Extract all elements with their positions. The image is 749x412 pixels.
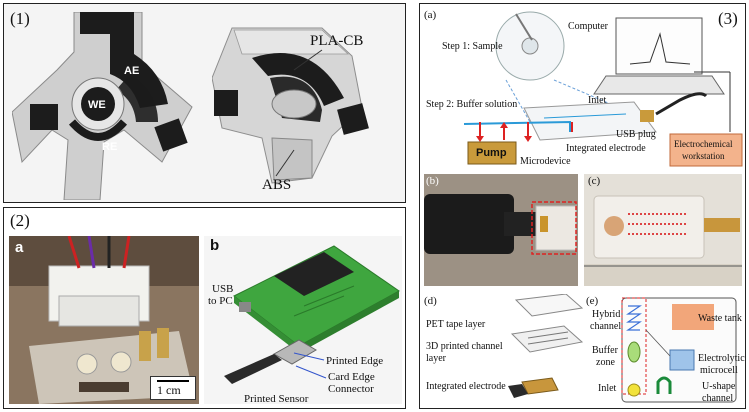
label-printed-sensor: Printed Sensor [244,393,309,405]
label-usb-line2: to PC [208,295,233,307]
panel-1-number: (1) [10,9,30,28]
pointer-lines-panel2b [293,352,327,379]
panel-3b-letter: (b) [426,175,439,187]
label-integrated-electrode-3d: Integrated electrode [426,381,506,392]
label-inlet-3e: Inlet [598,383,617,394]
label-inlet-3a: Inlet [588,95,607,106]
panel-2: (2) a 1 cm [3,207,406,409]
panel-3e-diagram [621,297,737,403]
label-step2: Step 2: Buffer solution [426,99,518,110]
label-usb-plug: USB plug [616,129,656,140]
label-step1: Step 1: Sample [442,41,503,52]
label-pump: Pump [476,147,507,159]
label-hybrid-line2: channel [590,321,622,332]
pointer-lines-panel1 [275,49,323,177]
electrode-perspective-view [212,27,369,184]
label-hybrid-line1: Hybrid [592,309,621,320]
label-workstation-line2: workstation [682,151,725,161]
panel-2a-letter: a [15,239,24,256]
panel-2b-letter: b [210,237,220,254]
label-card-edge-line1: Card Edge [328,371,375,383]
label-card-edge-line2: Connector [328,383,374,395]
scale-bar-label: 1 cm [157,383,181,397]
label-usb-line1: USB [212,283,234,295]
panel-3c-letter: (c) [588,175,601,187]
label-ushape-line2: channel [702,393,734,404]
label-buffer-line1: Buffer [592,345,618,356]
label-printed-edge: Printed Edge [326,355,384,367]
label-computer: Computer [568,21,608,32]
panel-3-number: (3) [718,9,738,28]
label-pet-layer: PET tape layer [426,319,486,330]
label-integrated-electrode-3a: Integrated electrode [566,143,646,154]
panel-3e-letter: (e) [586,295,599,307]
label-buffer-line2: zone [596,357,615,368]
panel-3d-letter: (d) [424,295,437,307]
label-electrolytic-line1: Electrolytic [698,353,745,364]
panel-1: (1) WE AE RE PLA-CB ABS [3,3,406,203]
label-channel-layer-line2: layer [426,353,446,364]
label-microdevice: Microdevice [520,156,571,167]
label-pla-cb: PLA-CB [310,33,364,49]
label-abs: ABS [262,177,292,193]
panel-3b-photo [424,174,578,286]
panel-3a-schematic [463,11,743,167]
label-workstation-line1: Electrochemical [674,139,733,149]
panel-3a-letter: (a) [424,9,437,21]
label-ae: AE [124,65,140,77]
panel-3c-photo [584,174,742,286]
label-waste-tank: Waste tank [698,313,742,324]
scale-bar-line [157,380,189,382]
electrode-top-view [12,12,193,200]
scale-bar-box: 1 cm [150,376,196,400]
label-channel-layer-line1: 3D printed channel [426,341,503,352]
panel-3: (3) (a) Step 1: Sample Comput [419,3,746,409]
label-re: RE [102,141,118,153]
label-ushape-line1: U-shape [702,381,736,392]
panel-2-number: (2) [10,211,30,230]
label-we: WE [88,99,106,111]
panel-3d-exploded [508,294,584,398]
label-electrolytic-line2: microcell [700,365,738,376]
panel-2b-render [204,236,402,404]
